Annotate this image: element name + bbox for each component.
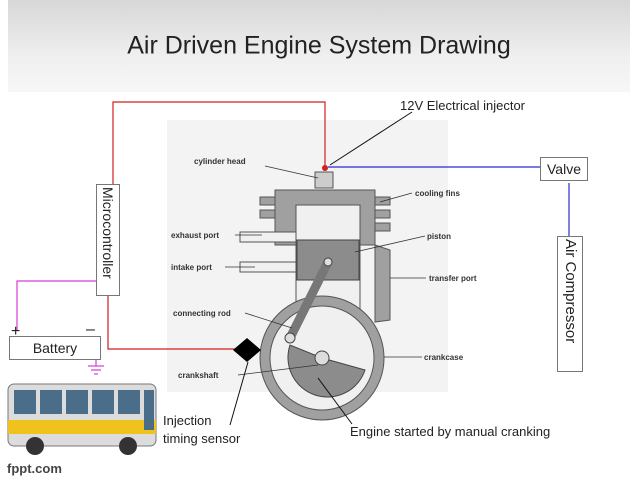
crankshaft [314, 350, 330, 366]
magenta-wire [16, 280, 96, 330]
air-compressor-label: Air Compressor [557, 236, 583, 372]
red-wire-top [112, 101, 326, 185]
fin-left-2 [259, 209, 276, 219]
battery-plus: + [11, 323, 21, 340]
cranking-pointer [317, 377, 353, 425]
crank-pin [284, 332, 296, 344]
engine-label-transfer-port: transfer port [429, 274, 477, 283]
connecting-rod [285, 257, 333, 343]
engine-label-cylinder-head: cylinder head [194, 157, 246, 166]
microcontroller-label: Microcontroller [96, 184, 120, 296]
injector-dot [322, 165, 328, 171]
engine-drawing [225, 165, 426, 421]
battery-label: Battery [9, 336, 101, 360]
engine-label-exhaust-port: exhaust port [171, 231, 219, 240]
engine-label-crankcase: crankcase [424, 353, 464, 362]
wrist-pin [323, 257, 333, 267]
sensor-pointer [229, 361, 249, 426]
exhaust-port [239, 231, 297, 243]
engine-label-cooling-fins: cooling fins [415, 189, 460, 198]
injection-sensor-label-1: Injection [163, 413, 212, 428]
bus-illustration [7, 383, 157, 455]
engine-label-piston: piston [427, 232, 451, 241]
fin-right-3 [374, 222, 391, 232]
battery-minus: – [86, 321, 95, 338]
engine-label-crankshaft: crankshaft [178, 371, 219, 380]
footer-logo: fppt.com [7, 461, 62, 476]
title-bar [8, 0, 630, 92]
spark-plug [314, 171, 334, 189]
slide-title: Air Driven Engine System Drawing [127, 31, 511, 60]
injection-sensor-label-2: timing sensor [163, 431, 241, 446]
injector-pointer [329, 111, 413, 166]
fin-right-2 [374, 209, 391, 219]
engine-label-intake-port: intake port [171, 263, 212, 272]
manual-cranking-label: Engine started by manual cranking [350, 424, 551, 439]
crank-web [287, 344, 366, 398]
red-wire-bottom [107, 296, 240, 350]
engine-callouts [225, 165, 426, 376]
engine-part-labels: cylinder head cooling fins exhaust port … [171, 157, 477, 380]
battery-text: Battery [32, 340, 78, 356]
injection-sensor [233, 338, 261, 362]
valve-label: Valve [540, 157, 588, 181]
fin-left-1 [259, 196, 276, 206]
injector-label: 12V Electrical injector [400, 98, 525, 113]
engine-label-connecting-rod: connecting rod [173, 309, 231, 318]
